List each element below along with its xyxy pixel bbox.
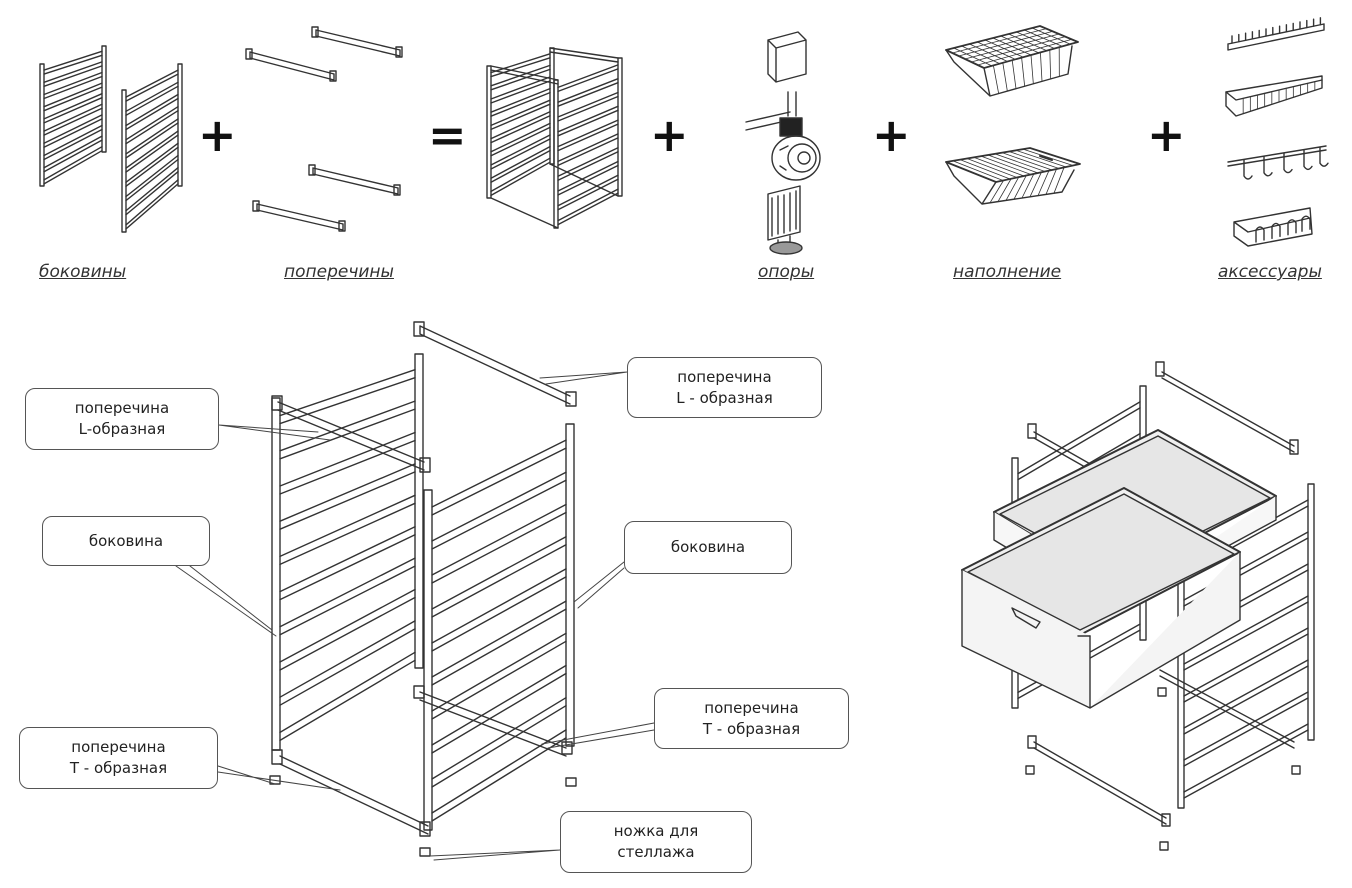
caption-accessories: аксессуары	[1218, 262, 1322, 282]
callout-line: поперечина	[71, 738, 166, 756]
callout-line: поперечина	[704, 698, 799, 717]
supports-icon	[745, 31, 821, 255]
callout-line: поперечина	[677, 367, 772, 386]
callout-leaders	[175, 371, 655, 861]
callout-crossbar-l-left: поперечина L-образная	[25, 388, 219, 450]
callout-crossbar-t-right: поперечина T - образная	[654, 688, 849, 749]
caption-crossbars: поперечины	[284, 262, 394, 282]
plus-sign-2: +	[650, 108, 689, 162]
callout-line: L - образная	[676, 388, 773, 407]
caption-supports: опоры	[758, 262, 815, 282]
baskets-icon	[945, 25, 1081, 205]
callout-line: поперечина	[74, 399, 170, 417]
callout-line: ножка для	[613, 822, 699, 840]
side-panels-icon	[39, 45, 183, 233]
callout-line: боковина	[670, 538, 746, 556]
callout-line: стеллажа	[617, 843, 695, 861]
callout-crossbar-l-right: поперечина L - образная	[627, 357, 822, 418]
callout-side-right: боковина	[624, 521, 792, 574]
equals-sign: =	[428, 108, 467, 162]
callout-line: T - образная	[702, 719, 801, 738]
caption-sides: боковины	[39, 262, 127, 282]
assembled-frame-icon	[486, 47, 623, 229]
accessories-icon	[1225, 17, 1329, 247]
drawer-unit-illustration	[961, 361, 1315, 851]
callout-line: боковина	[88, 531, 164, 550]
exploded-frame-illustration	[269, 321, 577, 857]
plus-sign-3: +	[872, 108, 911, 162]
plus-sign-1: +	[198, 108, 237, 162]
crossbars-icon	[245, 26, 403, 232]
caption-filling: наполнение	[953, 262, 1062, 282]
callout-line: T - образная	[69, 759, 168, 777]
callout-crossbar-t-left: поперечина T - образная	[19, 727, 218, 789]
callout-line: L-образная	[78, 420, 166, 438]
plus-sign-4: +	[1147, 108, 1186, 162]
callout-rack-foot: ножка для стеллажа	[560, 811, 752, 873]
callout-side-left: боковина	[42, 516, 210, 566]
